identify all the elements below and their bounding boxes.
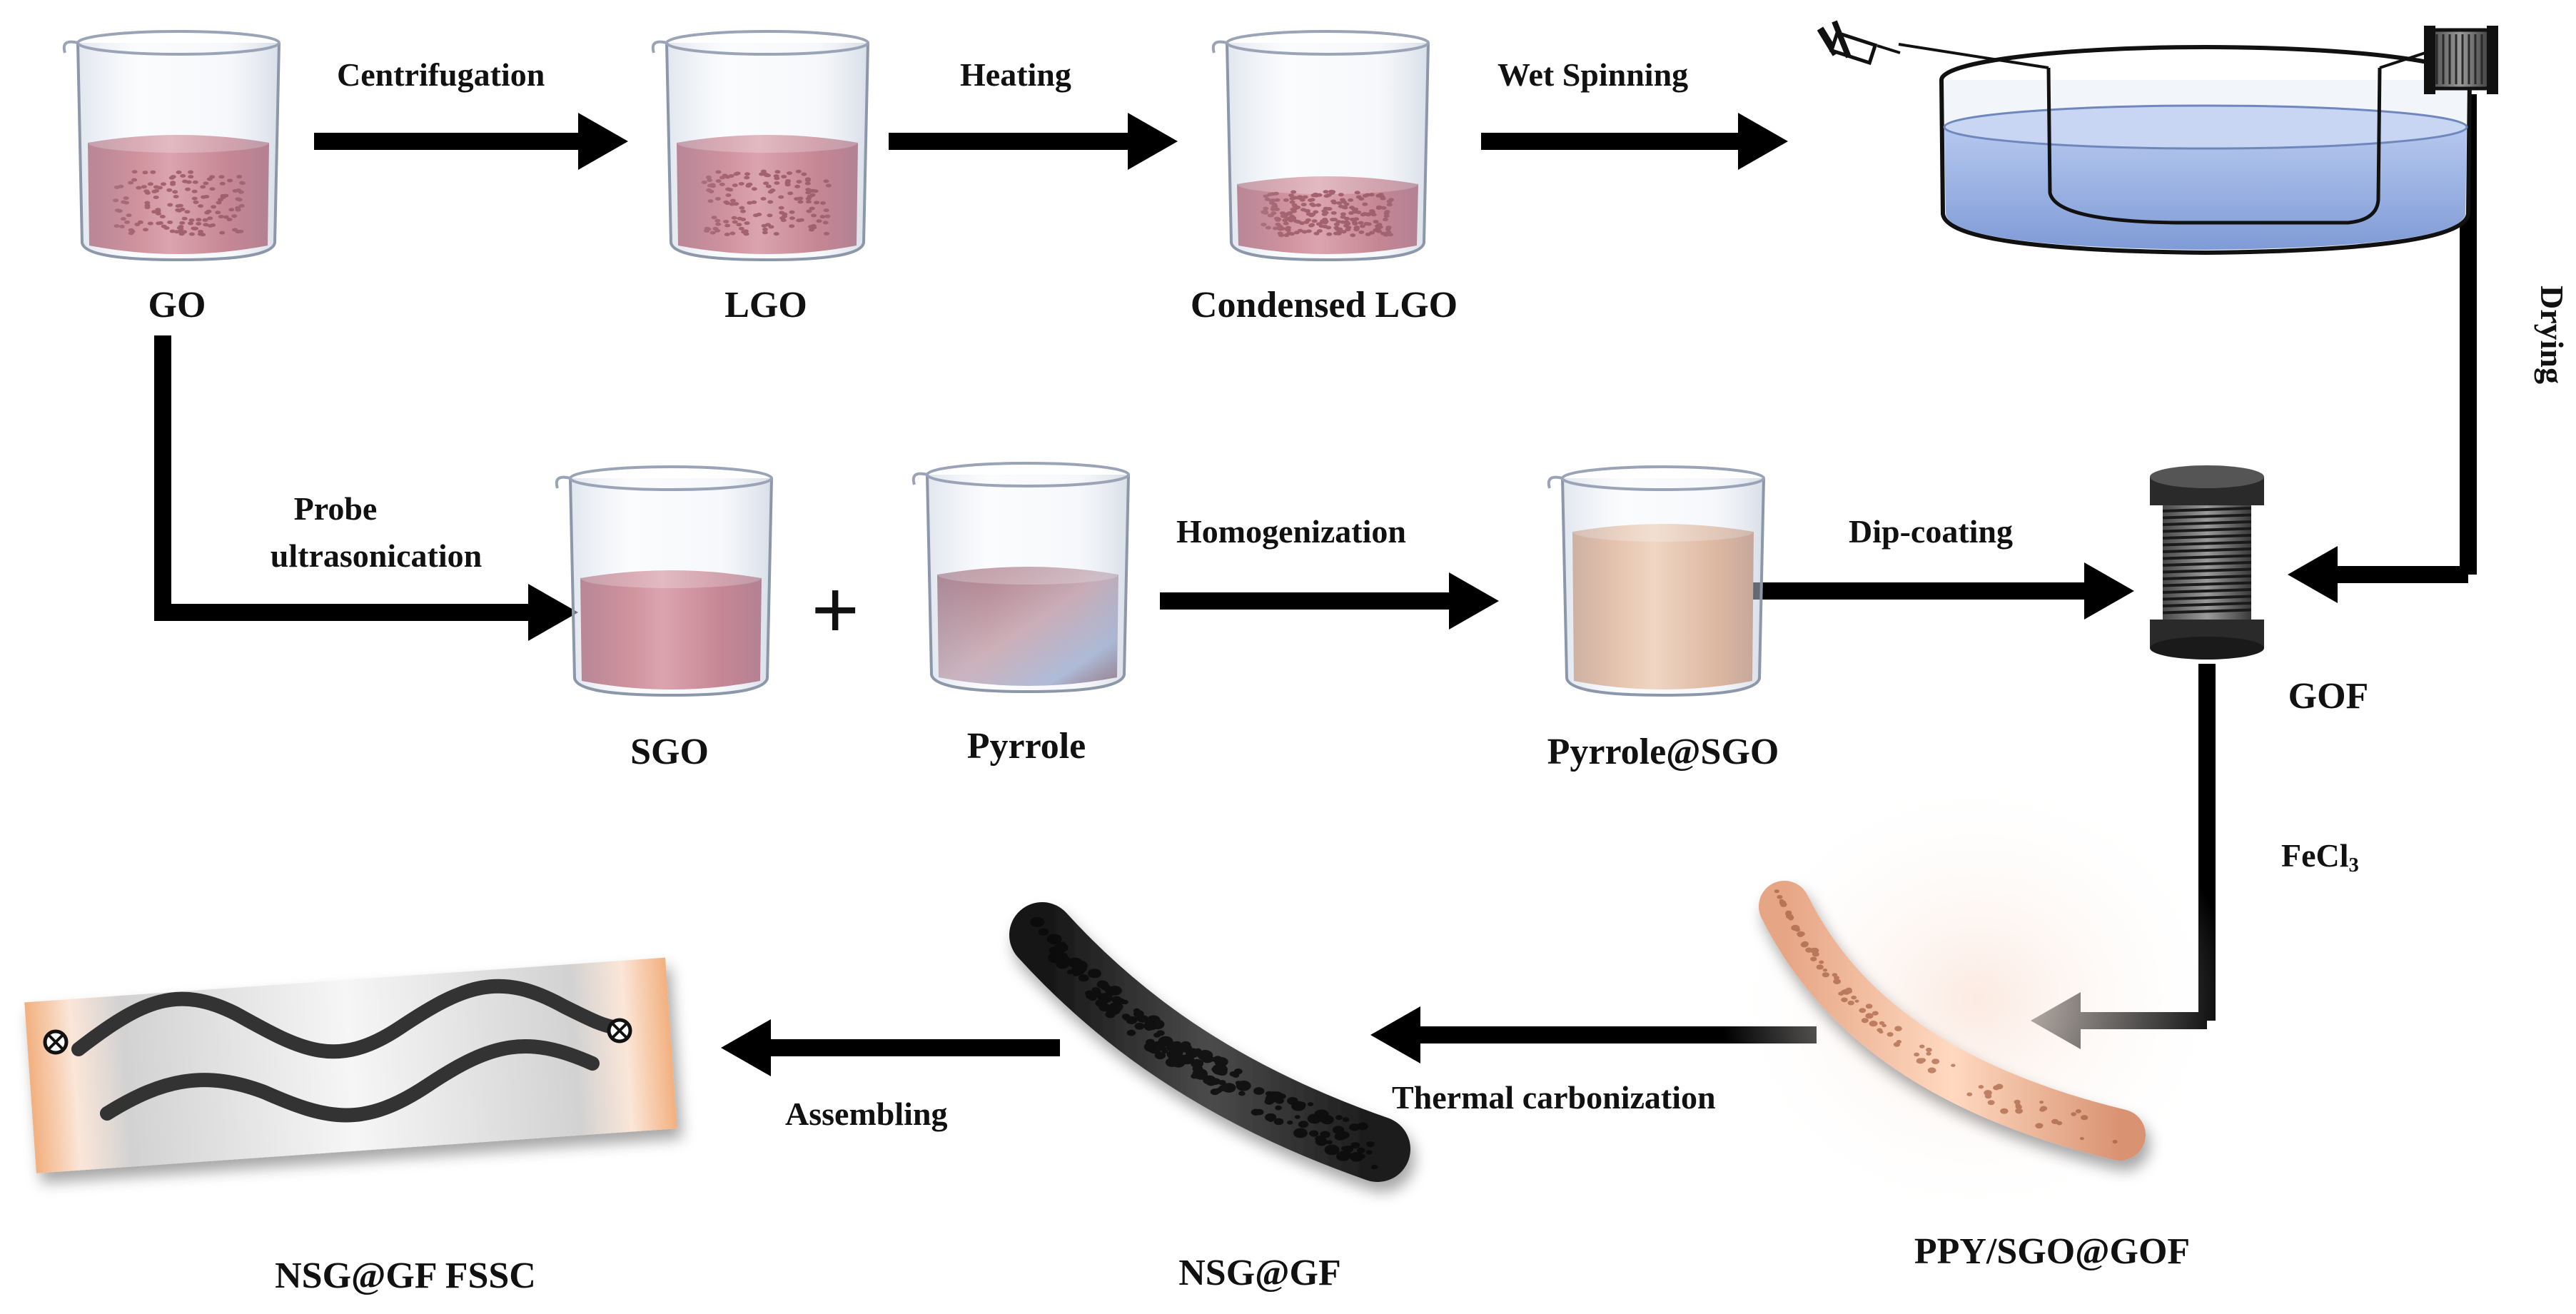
step-thermal-carbonization: Thermal carbonization: [1392, 1079, 1716, 1116]
arrow-probe-ultrasonication: [154, 335, 578, 641]
step-ultrasonication: ultrasonication: [270, 537, 483, 574]
label-sgo: SGO: [630, 732, 709, 772]
label-go: GO: [148, 285, 206, 325]
step-wet-spinning: Wet Spinning: [1497, 56, 1689, 93]
terminal-icon: [43, 1029, 69, 1055]
step-heating: Heating: [960, 56, 1071, 93]
label-pyrrole: Pyrrole: [966, 726, 1086, 767]
beakers: [62, 30, 1765, 697]
label-nsg-gf-fssc: NSG@GF FSSC: [275, 1255, 536, 1296]
syringe-icon: [1817, 20, 1901, 66]
fiber-spool-icon: [2424, 26, 2498, 94]
beaker-icon-condensed-lgo: [1211, 30, 1430, 262]
arrow-centrifugation: [314, 113, 628, 170]
step-assembling: Assembling: [785, 1096, 948, 1132]
beaker-icon-lgo: [651, 30, 869, 262]
terminal-icon: [607, 1018, 632, 1043]
arrow-dip-coating: [1752, 562, 2134, 620]
beaker-icon-go: [62, 30, 281, 262]
label-lgo: LGO: [724, 285, 807, 325]
ppy-sgo-gof-fiber-icon: [1720, 771, 2234, 1228]
label-condensed-lgo: Condensed LGO: [1190, 285, 1458, 325]
step-centrifugation: Centrifugation: [337, 56, 545, 93]
step-fecl3: FeCl3: [2281, 839, 2359, 876]
beaker-icon-sgo: [555, 465, 773, 697]
label-ppy-sgo-gof: PPY/SGO@GOF: [1914, 1231, 2191, 1272]
fecl3-subscript: 3: [2348, 854, 2359, 877]
supercapacitor-device-icon: [24, 957, 677, 1173]
plus-sign: +: [811, 562, 860, 657]
step-probe: Probe: [293, 490, 378, 527]
step-homogenization: Homogenization: [1176, 513, 1406, 550]
beaker-icon-pyrrole: [911, 462, 1130, 694]
label-pyrrole-sgo: Pyrrole@SGO: [1547, 732, 1779, 772]
arrow-heating: [889, 113, 1178, 170]
label-nsg-gf: NSG@GF: [1178, 1253, 1341, 1293]
fecl3-text: FeCl: [2281, 837, 2349, 874]
step-drying: Drying: [2534, 285, 2570, 384]
beaker-icon-pyrrole-sgo: [1547, 465, 1765, 697]
arrow-assembling: [721, 1019, 1060, 1076]
gof-spool-icon: [2150, 465, 2264, 659]
arrow-homogenization: [1160, 572, 1499, 630]
label-gof: GOF: [2288, 676, 2369, 717]
spinning-bath-icon: [1898, 43, 2472, 256]
step-dip-coating: Dip-coating: [1849, 513, 2013, 550]
arrow-wet-spinning: [1481, 113, 1788, 170]
nsg-gf-fiber-icon: [1009, 902, 1410, 1182]
